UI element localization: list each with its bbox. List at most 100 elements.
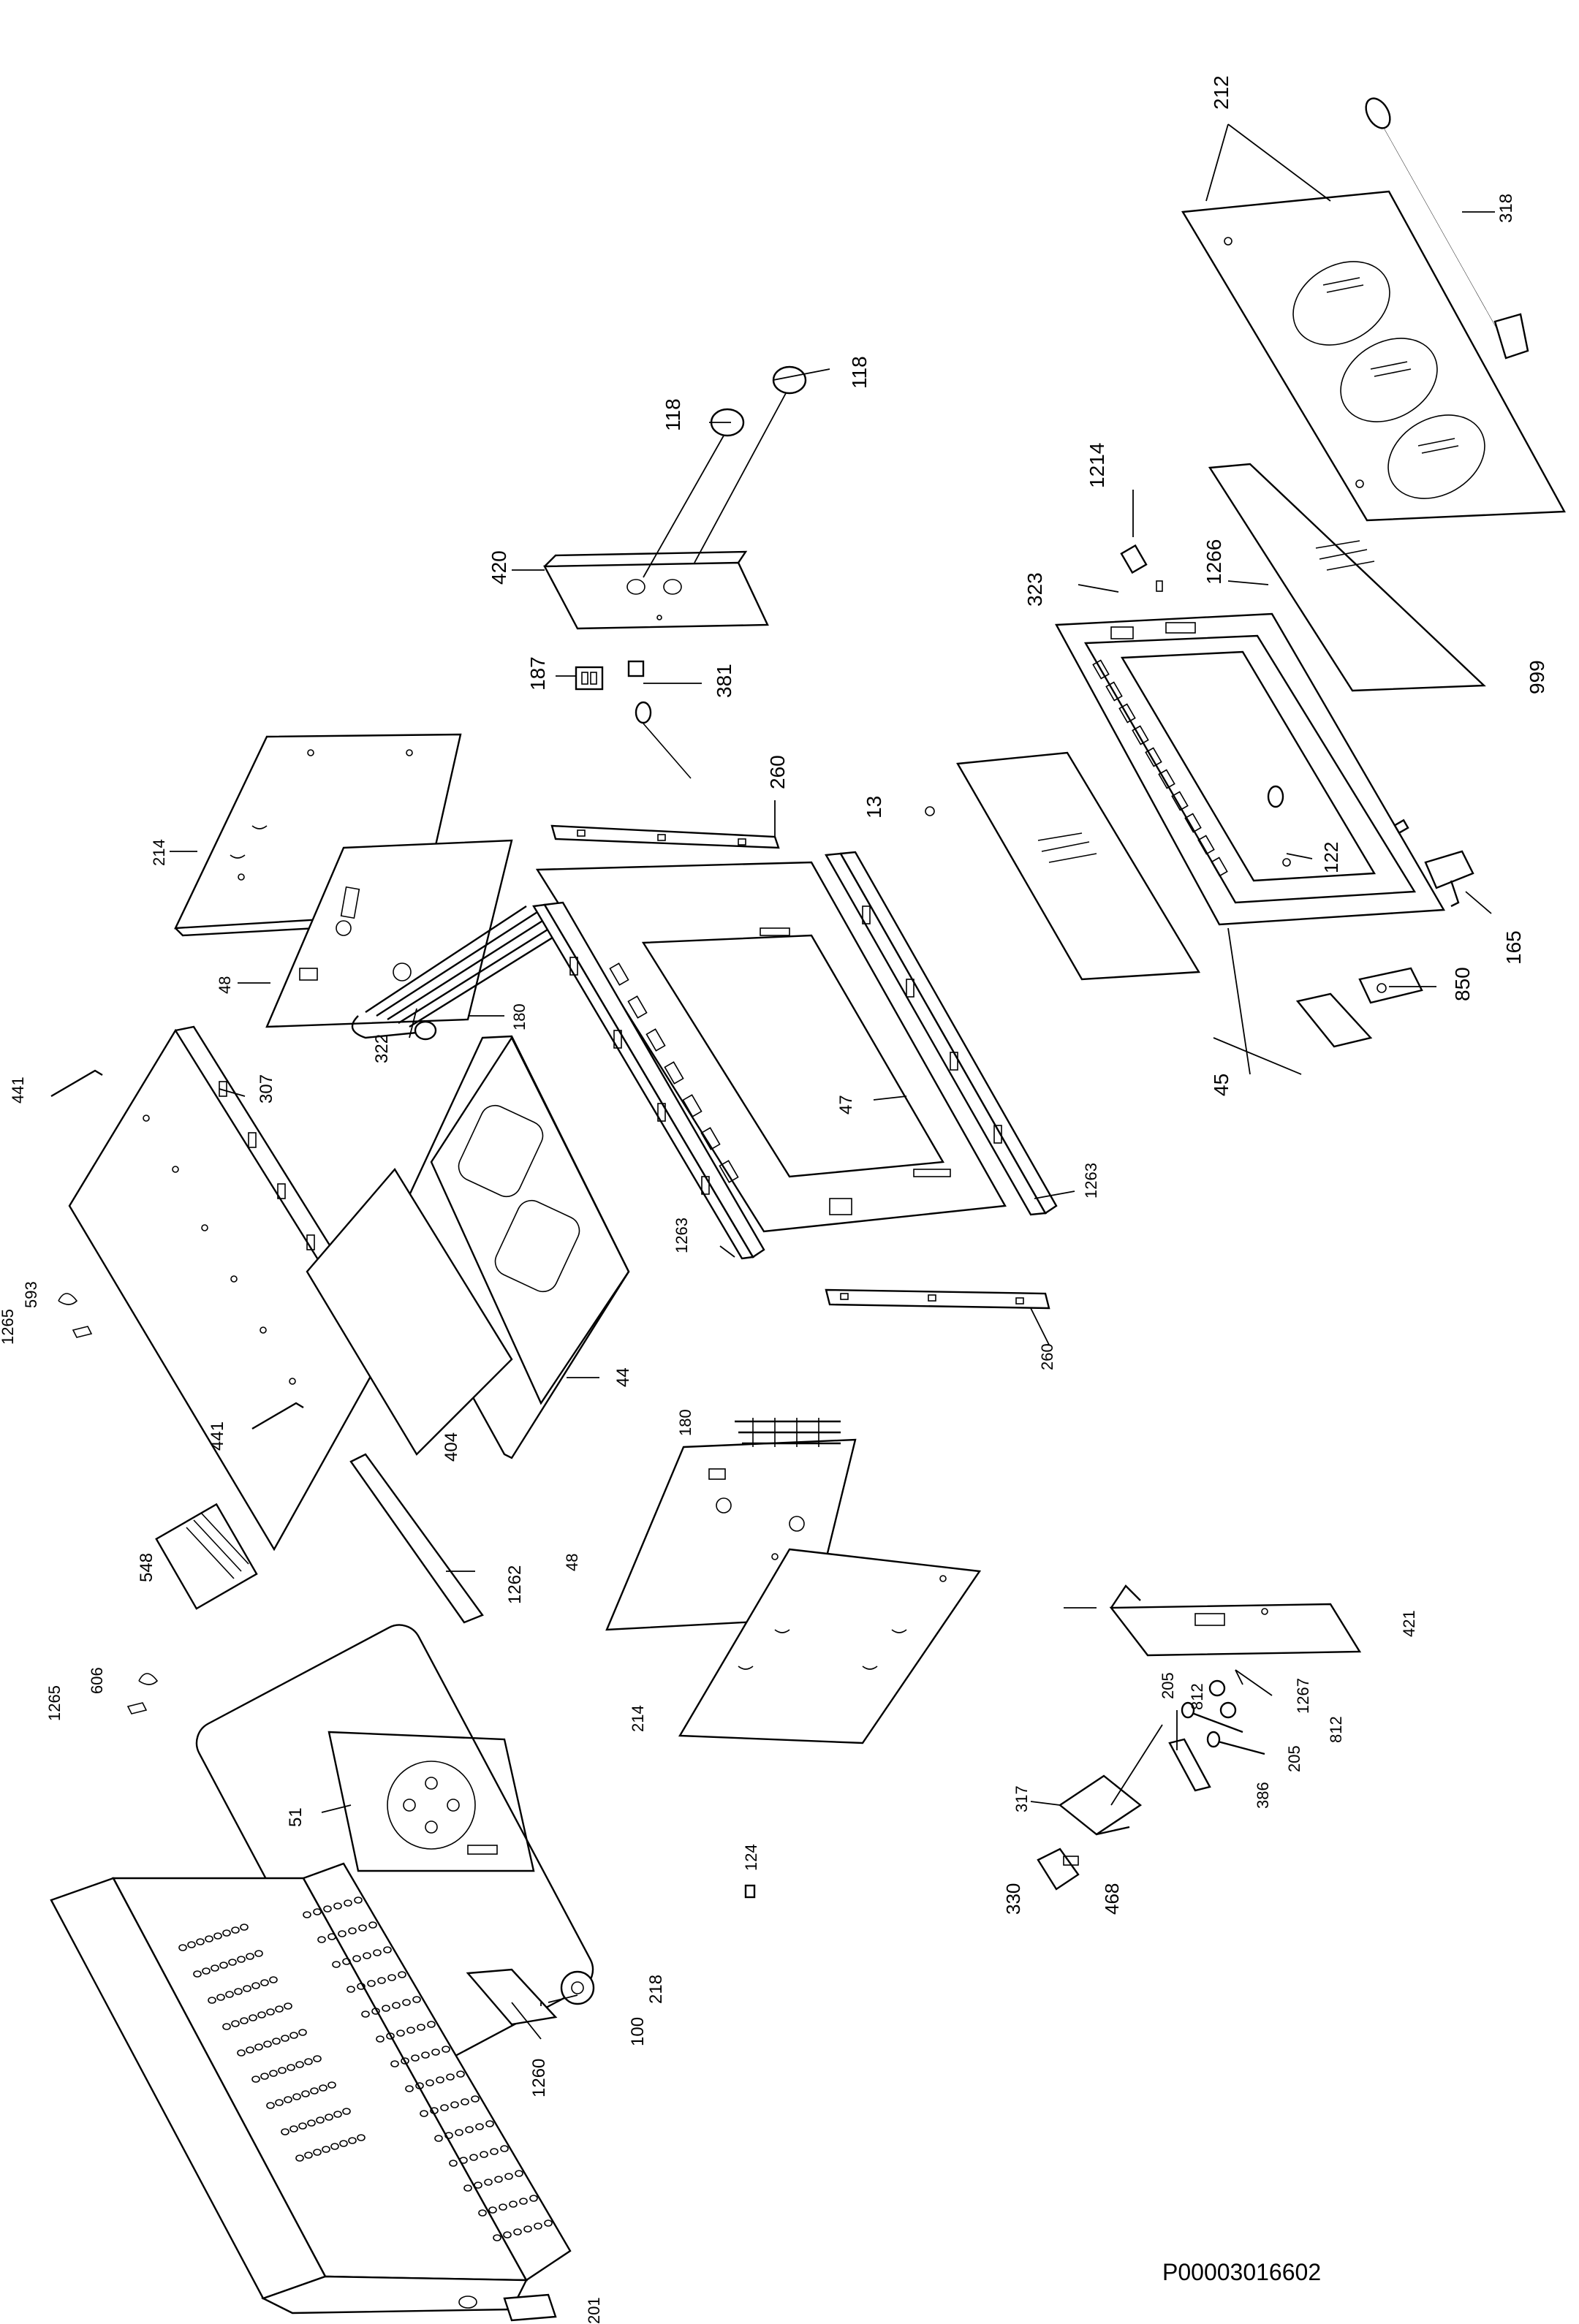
label-218: 218 [646, 1975, 666, 2004]
vent-hole [231, 2020, 240, 2027]
vent-hole [240, 2017, 249, 2024]
vent-hole [484, 2179, 493, 2186]
inner-glass-1266 [1208, 463, 1486, 692]
element-180-upper [351, 905, 571, 1041]
label-1262: 1262 [505, 1565, 525, 1604]
vent-hole [178, 1944, 187, 1951]
vent-hole [275, 2005, 284, 2013]
label-606: 606 [88, 1667, 106, 1694]
vent-hole [500, 2145, 509, 2152]
label-1260: 1260 [529, 2059, 549, 2097]
label-812a: 812 [1188, 1683, 1206, 1710]
label-165: 165 [1502, 930, 1525, 965]
vent-hole [415, 2082, 424, 2089]
vent-hole [317, 1936, 326, 1943]
label-214b: 214 [629, 1705, 647, 1732]
vent-hole [260, 1979, 269, 1986]
label-100: 100 [628, 2017, 648, 2046]
vent-hole [386, 2032, 395, 2040]
vent-hole [377, 1977, 386, 1984]
vent-hole [344, 1899, 352, 1907]
label-317: 317 [1012, 1785, 1031, 1812]
vent-hole [367, 1980, 376, 1987]
label-1265a: 1265 [0, 1309, 17, 1345]
label-48a: 48 [216, 976, 234, 994]
knobs-118 [643, 365, 807, 578]
vent-hole [323, 1905, 332, 1913]
vent-hole [307, 2119, 316, 2127]
vent-hole [444, 2132, 453, 2139]
vent-hole [254, 2043, 263, 2051]
vent-hole [330, 2143, 339, 2150]
vent-hole [411, 2054, 420, 2062]
vent-hole [474, 2181, 482, 2189]
vent-hole [275, 2099, 284, 2106]
vent-hole [348, 1927, 357, 1934]
inner-glass-13 [925, 751, 1201, 981]
label-421: 421 [1400, 1610, 1418, 1637]
label-812b: 812 [1327, 1716, 1345, 1743]
label-386: 386 [1254, 1782, 1272, 1809]
vent-hole [427, 2021, 436, 2028]
vent-hole [406, 2027, 415, 2034]
vent-hole [263, 2040, 272, 2048]
vent-hole [503, 2231, 512, 2238]
label-404: 404 [442, 1432, 461, 1462]
label-122: 122 [1320, 842, 1342, 873]
switch-187 [575, 666, 604, 691]
drawing-number: P00003016602 [1162, 2259, 1321, 2285]
label-118b: 118 [848, 356, 871, 389]
vent-hole [333, 1902, 342, 1910]
front-frame-47 [535, 861, 1007, 1233]
vent-hole [358, 1924, 367, 1932]
vent-hole [213, 1932, 222, 1940]
vent-hole [237, 2049, 246, 2057]
vent-hole [287, 2064, 295, 2071]
vent-hole [371, 2008, 380, 2015]
vent-hole [401, 2057, 409, 2065]
vent-hole [387, 1974, 396, 1981]
vent-hole [325, 2114, 333, 2121]
vent-hole [332, 1961, 341, 1968]
vent-hole [327, 1933, 336, 1940]
leader-lines [170, 124, 1495, 2040]
label-212: 212 [1210, 75, 1232, 110]
label-1214: 1214 [1086, 443, 1108, 488]
label-180a: 180 [510, 1003, 529, 1030]
label-118a: 118 [662, 398, 684, 431]
vent-hole [361, 2010, 370, 2018]
vent-hole [196, 1938, 205, 1945]
vent-hole [348, 2137, 357, 2144]
vent-hole [431, 2048, 440, 2056]
vent-hole [390, 2060, 399, 2067]
label-548: 548 [137, 1553, 156, 1582]
vent-hole [504, 2173, 513, 2180]
outer-casing [50, 1862, 572, 2322]
label-214a: 214 [150, 839, 168, 866]
label-48b: 48 [563, 1554, 581, 1571]
label-307: 307 [257, 1074, 276, 1104]
label-322: 322 [372, 1034, 392, 1063]
vent-hole [347, 1986, 355, 1993]
vent-hole [342, 2108, 351, 2115]
vent-hole [237, 1956, 246, 1963]
side-rails-1263-right [825, 851, 1058, 1216]
label-51: 51 [286, 1807, 306, 1827]
vent-hole [373, 1949, 382, 1956]
label-1263a: 1263 [673, 1218, 691, 1253]
vent-hole [471, 2095, 480, 2103]
vent-hole [322, 2146, 330, 2153]
terminal-block-330 [1037, 1848, 1080, 1891]
vent-hole [281, 2128, 289, 2135]
vent-hole [319, 2084, 327, 2092]
vent-hole [205, 1935, 213, 1943]
rail-1262 [349, 1453, 484, 1624]
vent-hole [272, 2038, 281, 2045]
vent-hole [459, 2157, 468, 2164]
vent-hole [363, 1952, 371, 1959]
label-124: 124 [742, 1844, 760, 1871]
vent-hole [354, 1896, 363, 1904]
small-fixings [50, 1069, 756, 1899]
label-187: 187 [526, 656, 549, 691]
vent-hole [456, 2070, 465, 2078]
